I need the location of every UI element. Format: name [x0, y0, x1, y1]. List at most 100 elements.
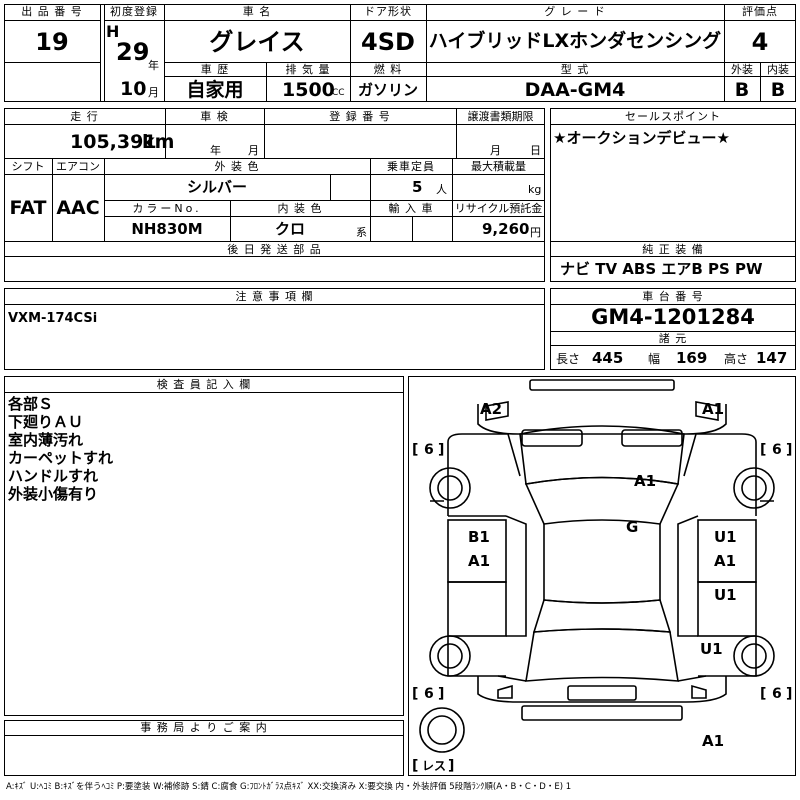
recycle-label: リサイクル預託金 [454, 202, 543, 215]
inspector-label: 検 査 員 記 入 欄 [156, 378, 252, 391]
vehicle-info-section [4, 108, 545, 282]
ext-color-value: シルバー [186, 178, 247, 196]
mark-hood-right: A1 [634, 472, 656, 490]
mark-right-front-door-top: U1 [714, 528, 737, 546]
mark-roof: G [626, 518, 638, 536]
length-label: 長さ [556, 352, 581, 366]
svg-text:]: ] [438, 686, 444, 702]
office-label: 事 務 局 よ り ご 案 内 [140, 721, 268, 734]
fuel-value: ガソリン [357, 81, 418, 99]
notes-text: VXM-174CSi [8, 311, 98, 326]
tread-front-left: 6 [424, 442, 434, 458]
dims-label: 諸 元 [658, 332, 688, 345]
chassis-number: GM4-1201284 [591, 305, 755, 329]
mark-left-front-door-bottom: A1 [468, 552, 490, 570]
remark-line: 室内薄汚れ [8, 431, 84, 449]
mileage-unit: km [142, 131, 175, 153]
svg-text:]: ] [448, 758, 454, 774]
door-label: ドア形状 [364, 5, 412, 18]
interior-grade: B [770, 79, 786, 101]
reg-year: 29 [116, 38, 150, 66]
length-value: 445 [592, 349, 624, 367]
remark-line: 各部Ｓ [8, 395, 54, 413]
exterior-label: 外装 [731, 63, 753, 76]
car-name-label: 車 名 [242, 5, 272, 18]
svg-text:]: ] [786, 686, 792, 702]
capacity-unit: 人 [436, 183, 447, 196]
svg-text:[: [ [412, 758, 418, 774]
mark-right-front-door-bottom: A1 [714, 552, 736, 570]
reg-no-label: 登 録 番 号 [329, 110, 391, 123]
equipment-list: ナビ TV ABS エアB PS PW [560, 260, 763, 278]
grade-label: グ レ ー ド [544, 5, 606, 18]
capacity-value: 5 [412, 178, 423, 196]
recycle-value: 9,260 [482, 220, 530, 238]
year-unit: 年 [148, 59, 159, 72]
car-diagram-section [408, 376, 796, 776]
mark-rear-right-corner: A1 [702, 732, 724, 750]
sales-point-section [550, 108, 796, 282]
svg-text:]: ] [786, 442, 792, 458]
height-value: 147 [756, 349, 788, 367]
lot-number: 19 [35, 28, 69, 56]
shift-value: FAT [9, 197, 47, 219]
max-load-unit: kg [528, 183, 542, 196]
shift-label: シフト [11, 160, 45, 173]
height-label: 高さ [724, 352, 749, 366]
transfer-deadline-label: 譲渡書類期限 [467, 110, 534, 123]
remark-line: カーペットすれ [8, 449, 114, 467]
tread-front-right: 6 [772, 442, 782, 458]
mark-left-front-door-top: B1 [468, 528, 490, 546]
int-color-value: クロ [274, 220, 305, 238]
history-value: 自家用 [186, 79, 244, 101]
reg-month: 10 [120, 78, 147, 100]
later-parts-label: 後 日 発 送 部 品 [227, 243, 322, 256]
door-type: 4SD [361, 28, 415, 56]
remark-line: ハンドルすれ [8, 467, 99, 485]
width-label: 幅 [648, 352, 661, 366]
displacement-unit: CC [332, 88, 345, 98]
int-color-label: 内 装 色 [277, 202, 323, 215]
deadline-day-unit: 日 [530, 144, 541, 157]
displacement-label: 排 気 量 [285, 63, 331, 76]
aircon-label: エアコン [56, 160, 100, 173]
inspection-label: 車 検 [200, 110, 229, 123]
header-section [4, 4, 796, 102]
int-color-unit: 系 [356, 226, 367, 239]
lot-no-label: 出 品 番 号 [21, 5, 83, 18]
svg-text:[: [ [760, 442, 766, 458]
sales-point-text: ★オークションデビュー★ [553, 129, 730, 147]
sales-point-label: セールスポイント [625, 110, 721, 123]
office-section [4, 720, 404, 776]
chassis-section [550, 288, 796, 370]
remark-line: 外装小傷有り [8, 485, 99, 503]
inspector-remarks: 各部Ｓ 下廻りＡＵ 室内薄汚れ カーペットすれ ハンドルすれ 外装小傷有り [8, 395, 113, 503]
recycle-unit: 円 [530, 226, 541, 239]
history-label: 車 歴 [200, 63, 230, 76]
svg-text:[: [ [412, 686, 418, 702]
insp-year-unit: 年 [210, 144, 221, 157]
legend: A:ｷｽﾞ U:ﾍｺﾐ B:ｷｽﾞを伴うﾍｺﾐ P:要塗装 W:補修跡 S:錆 … [6, 782, 572, 792]
svg-text:]: ] [438, 442, 444, 458]
first-reg-label: 初度登録 [110, 5, 158, 18]
interior-label: 内装 [767, 63, 789, 76]
score-label: 評価点 [742, 5, 778, 18]
mileage-label: 走 行 [70, 110, 99, 123]
grade-name: ハイブリッドLXホンダセンシング [428, 30, 722, 52]
model-value: DAA-GM4 [524, 79, 626, 101]
month-unit: 月 [148, 86, 159, 99]
mark-right-rear-door: U1 [714, 586, 737, 604]
displacement-value: 1500 [282, 79, 335, 101]
tread-rear-left: 6 [424, 686, 434, 702]
remark-line: 下廻りＡＵ [8, 413, 84, 431]
overall-score: 4 [751, 28, 769, 56]
aircon-value: AAC [56, 197, 100, 219]
notes-section [4, 288, 545, 370]
fuel-label: 燃 料 [373, 63, 403, 76]
exterior-grade: B [734, 79, 750, 101]
genuine-equip-label: 純 正 装 備 [642, 243, 704, 256]
spare-tyre-status: レス [422, 759, 446, 773]
notes-label: 注 意 事 項 欄 [235, 290, 314, 303]
model-label: 型 式 [560, 63, 590, 76]
car-diagram: A2 A1 A1 G B1 A1 U1 A1 U1 U1 A1 [6] [6] … [412, 379, 792, 774]
